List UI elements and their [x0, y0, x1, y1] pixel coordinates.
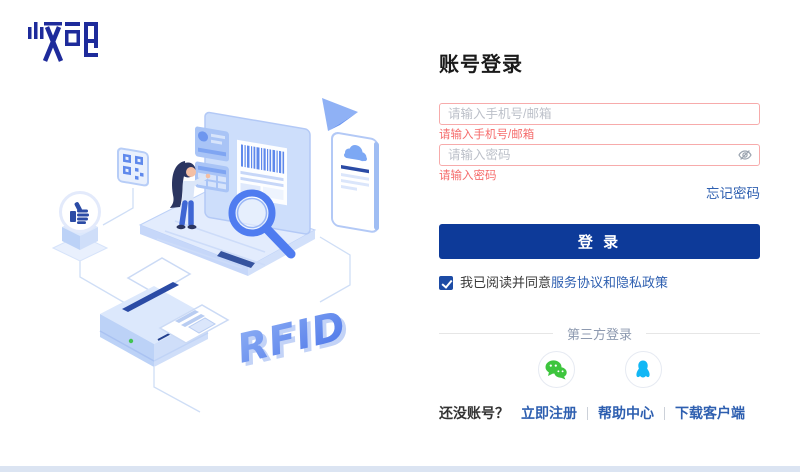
login-button[interactable]: 登 录: [439, 224, 760, 259]
wechat-login-button[interactable]: [537, 351, 575, 388]
rfid-text: RFID RFID: [233, 303, 355, 376]
third-party-login-label: 第三方登录: [567, 327, 633, 342]
agreement-row: 我已阅读并同意 服务协议 和 隐私政策: [439, 275, 760, 291]
paper-plane-icon: [322, 98, 358, 131]
account-error-text: 请输入手机号/邮箱: [439, 129, 535, 141]
account-input[interactable]: [439, 103, 760, 125]
password-error-text: 请输入密码: [439, 170, 497, 182]
divider-line: [646, 333, 761, 334]
service-agreement-link[interactable]: 服务协议: [551, 275, 604, 290]
thumbs-up-badge: [51, 191, 109, 262]
link-separator: [587, 406, 588, 420]
connector-lines: [79, 188, 351, 413]
divider-line: [439, 333, 553, 334]
logo: [28, 22, 98, 62]
help-center-link[interactable]: 帮助中心: [598, 405, 654, 421]
cloud-icon: [344, 144, 367, 162]
qq-icon: [636, 360, 650, 377]
screen-cards: [195, 126, 229, 193]
download-client-link[interactable]: 下载客户端: [675, 405, 745, 421]
signup-row: 还没账号？ 立即注册 帮助中心 下载客户端: [439, 403, 760, 423]
qr-code-tile: [117, 147, 149, 187]
page-title: 账号登录: [439, 54, 523, 76]
phone-illustration: [331, 132, 379, 233]
social-login-row: [439, 351, 760, 388]
login-panel: 账号登录 请输入手机号/邮箱 请输入密码 忘记密码 登 录 我已阅读并同意 服务…: [439, 0, 761, 423]
agreement-checkbox[interactable]: [439, 276, 453, 290]
link-separator: [664, 406, 665, 420]
qq-login-button[interactable]: [624, 351, 662, 388]
footer-bar: [0, 466, 800, 472]
thumb-up-icon: [70, 202, 89, 224]
account-field-wrap: [439, 103, 760, 125]
password-field-wrap: [439, 144, 760, 166]
wechat-icon: [545, 360, 567, 380]
agreement-prefix: 我已阅读并同意: [460, 275, 552, 290]
eye-off-icon[interactable]: [737, 147, 753, 163]
login-illustration: RFID RFID: [51, 98, 379, 413]
magnifier-icon: [228, 189, 296, 259]
privacy-policy-link[interactable]: 隐私政策: [616, 275, 669, 290]
no-account-text: 还没账号？: [439, 405, 509, 421]
agreement-conjunction: 和: [603, 275, 617, 290]
register-link[interactable]: 立即注册: [521, 405, 577, 421]
password-input[interactable]: [439, 144, 760, 166]
forgot-password-link[interactable]: 忘记密码: [706, 186, 760, 201]
third-party-divider: 第三方登录: [439, 324, 761, 343]
barcode: [241, 144, 285, 174]
printer-illustration: [99, 257, 230, 367]
person-illustration: [170, 161, 211, 230]
